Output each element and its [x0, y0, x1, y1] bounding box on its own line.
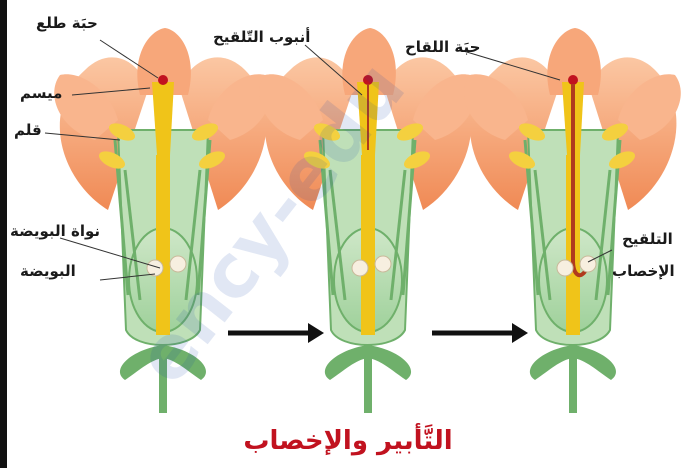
label-ovule: البويضة	[20, 262, 76, 280]
flower-2	[259, 28, 476, 413]
label-style: قلم	[14, 121, 42, 139]
flower-1	[54, 28, 271, 413]
label-stigma: ميسم	[20, 84, 62, 102]
label-pollen-grain-2: حبَة اللقاح	[405, 38, 480, 56]
label-pollination: التلقيح	[622, 230, 673, 248]
flower-3	[464, 28, 681, 413]
label-pollen-tube: أنبوب التّلقيح	[213, 28, 310, 46]
label-ovule-nucleus: نواة البويضة	[10, 222, 100, 240]
label-fertilization: الإخصاب	[612, 262, 675, 280]
diagram-title: التَّأبير والإخصاب	[0, 426, 696, 456]
arrow-right-1	[228, 323, 324, 343]
arrow-right-2	[432, 323, 528, 343]
label-pollen-grain: حبَة طلع	[36, 14, 98, 32]
